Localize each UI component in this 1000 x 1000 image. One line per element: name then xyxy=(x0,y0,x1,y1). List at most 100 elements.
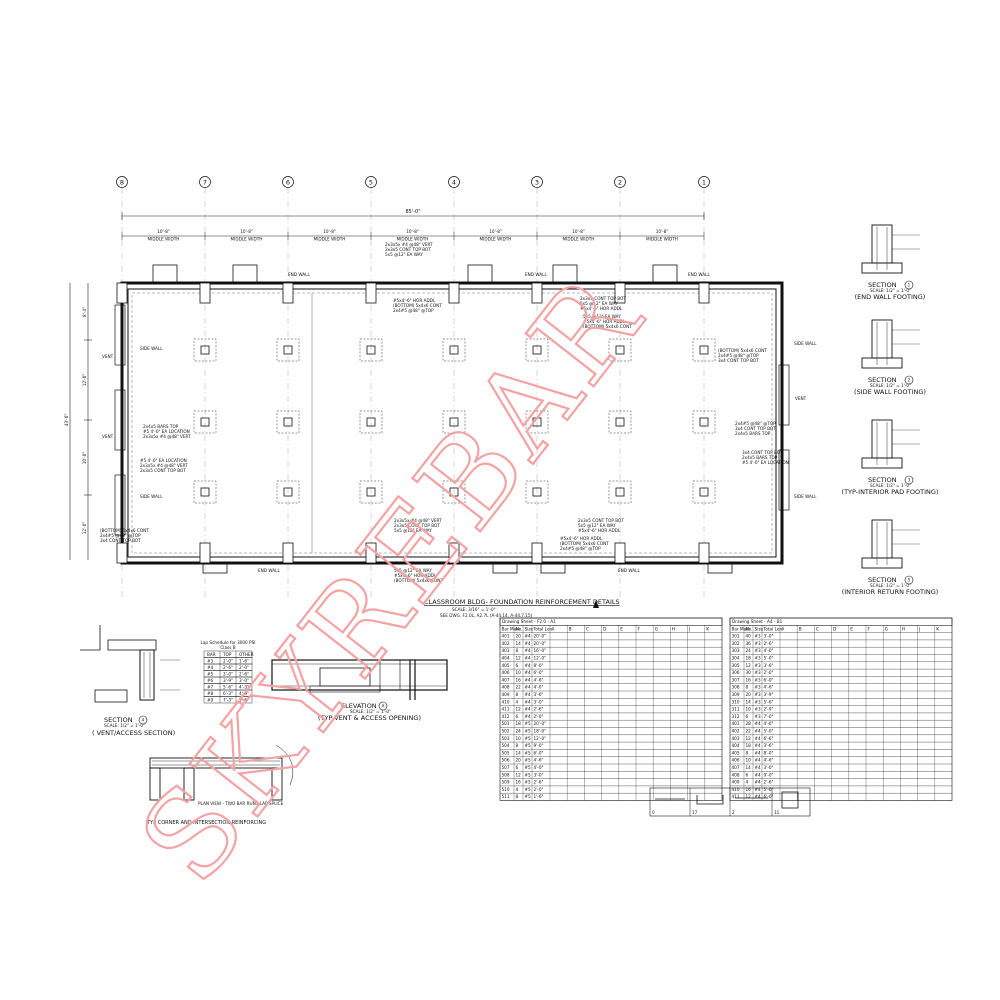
pad-pedestal-1-5 xyxy=(615,417,625,427)
sched-left-cell-2-3: 20'-0" xyxy=(534,641,547,646)
lap-cell-1-1: 2'-0" xyxy=(223,658,233,663)
lap-cell-3-2: 2'-6" xyxy=(239,671,249,676)
sched-right-cell-18-3: 4'-6" xyxy=(764,758,774,763)
sched-right-cell-6-1: 30 xyxy=(746,670,752,675)
callout-6-2: #5 4'-0" EA LOCATION xyxy=(742,460,789,465)
sched-right-cell-13-2: #4 xyxy=(755,721,762,726)
grid-label-8: 8 xyxy=(120,179,124,187)
callout-13-2: 3x4 CONT TOP BOT xyxy=(100,538,141,543)
vent-right-1 xyxy=(778,364,790,426)
sched-left-cell-0-10: G xyxy=(655,626,658,631)
sched-left-cell-0-11: H xyxy=(672,626,675,631)
pad-pedestal-0-2 xyxy=(366,345,376,355)
section-1-scale: SCALE: 1/2" = 1'-0" xyxy=(870,288,911,293)
sched-right-cell-13-3: 4'-0" xyxy=(764,721,774,726)
callout-11-0: 5x5 @12" EA WAY xyxy=(394,568,432,573)
grid-label-2: 2 xyxy=(618,179,622,187)
pad-footing-2-4 xyxy=(525,480,549,504)
sched-right-cell-0-3: Total Len. xyxy=(763,626,784,631)
sched-left-cell-15-2: #5 xyxy=(525,736,532,741)
pad-pedestal-0-6 xyxy=(699,345,709,355)
sched-left-cell-19-2: #5 xyxy=(525,765,532,770)
sched-left-cell-0-0: Bar Mark xyxy=(502,626,521,631)
section-2-bubble xyxy=(904,375,914,385)
sched-left-cell-0-12: J xyxy=(688,626,690,631)
grid-label-3: 3 xyxy=(535,179,539,187)
callout-1-2: #5x4'-6" HOR ADDL xyxy=(580,306,623,311)
sched-right-cell-21-3: 2'-6" xyxy=(764,780,774,785)
sched-right-cell-1-1: 40 xyxy=(746,634,752,639)
overall-dimension: 85'-0" xyxy=(121,209,705,220)
pilaster-bottom-2 xyxy=(282,542,294,564)
pad-pedestal-1-1 xyxy=(283,417,293,427)
pad-pedestal-0-5 xyxy=(615,345,625,355)
sched-right-cell-0-8: E xyxy=(850,626,853,631)
overall-dim-text: 85'-0" xyxy=(405,209,420,215)
sched-right-cell-23-3: 6'-0" xyxy=(764,794,774,799)
pad-pedestal-0-0 xyxy=(200,345,210,355)
sched-left-cell-10-2: #4 xyxy=(525,699,532,704)
callout-10-2: #5x4'-6" HOR ADDL xyxy=(578,528,621,533)
callout-11-1: #5x4'-6" HOR ADDL xyxy=(394,573,437,578)
section-3-footing xyxy=(861,457,903,469)
pad-footing-0-1 xyxy=(276,338,300,362)
pad-pedestal-2-2 xyxy=(366,487,376,497)
sched-right-cell-4-2: #3 xyxy=(755,656,762,661)
wall-pilasters xyxy=(116,264,733,574)
sched-left-cell-9-0: 409 xyxy=(502,692,510,697)
sched-right-cell-15-0: 403 xyxy=(732,736,740,741)
elevation-word: ELEVATION xyxy=(341,702,377,710)
plan-scale: SCALE: 3/16" = 1'-0" xyxy=(452,607,496,612)
sched-right-cell-17-2: #4 xyxy=(755,750,762,755)
pad-pedestal-2-3 xyxy=(449,487,459,497)
sched-left-cell-8-0: 408 xyxy=(502,685,510,690)
sched-right-cell-6-3: 2'-0" xyxy=(764,670,774,675)
sched-left-cell-22-3: 2'-0" xyxy=(534,787,544,792)
pad-pedestal-2-0 xyxy=(200,487,210,497)
elevation-scale: SCALE: 1/2" = 1'-0" xyxy=(350,709,391,714)
callout-4-2: 3x4 CONT TOP BOT xyxy=(718,358,759,363)
sched-left-cell-0-3: Total Len. xyxy=(533,626,554,631)
sched-right-cell-19-0: 407 xyxy=(732,765,740,770)
grid-bubble-8 xyxy=(116,176,128,188)
callout-3-0: #5x4'-6" HOR ADDL xyxy=(393,298,436,303)
sched-left-cell-0-7: D xyxy=(603,626,606,631)
sched-left-cell-7-1: 16 xyxy=(516,677,522,682)
left-dim-2: 12'-0" xyxy=(82,374,87,387)
lap-cell-0-1: TOP xyxy=(222,652,232,657)
grid-label-5: 5 xyxy=(369,179,373,187)
sched-right-cell-14-1: 22 xyxy=(746,729,752,734)
sched-right-cell-0-10: G xyxy=(885,626,888,631)
lap-cell-3-0: #5 xyxy=(207,671,214,676)
grid-bubble-1 xyxy=(698,176,710,188)
vent-bottom-2 xyxy=(540,562,566,574)
sched-left-cell-15-0: 503 xyxy=(502,736,510,741)
pilaster-top-2 xyxy=(282,282,294,304)
sched-left-cell-1-0: 401 xyxy=(502,634,510,639)
vent-top-2 xyxy=(467,264,493,284)
callout-8-0: #5 4'-0" EA LOCATION xyxy=(140,458,187,463)
sched-right-cell-5-1: 12 xyxy=(746,663,752,668)
sched-right-cell-10-3: 5'-6" xyxy=(764,699,774,704)
sched-right-cell-0-6: C xyxy=(816,626,819,631)
section-4-label: ( VENT/ACCESS SECTION) xyxy=(92,729,175,737)
sched-left-cell-12-2: #4 xyxy=(525,714,532,719)
section-5-num: 5 xyxy=(908,578,911,583)
sched-right-cell-14-2: #4 xyxy=(755,729,762,734)
sched-left-cell-0-1: No. xyxy=(516,626,523,631)
sched-right-cell-5-3: 3'-6" xyxy=(764,663,774,668)
sched-left-cell-19-0: 507 xyxy=(502,765,510,770)
pilaster-top-4 xyxy=(448,282,460,304)
callout-3-1: (BOTTOM) 5x4x6 CONT xyxy=(393,303,442,308)
bay-dim-0: 10'-8" xyxy=(157,229,170,234)
sched-right-cell-12-1: 6 xyxy=(746,714,749,719)
pilaster-top-5 xyxy=(531,282,543,304)
callout-7-0: 2x4x5 BARS TOP xyxy=(143,424,179,429)
section-3-label: (TYP-INTERIOR PAD FOOTING) xyxy=(842,488,939,496)
sched-right-cell-1-3: 3'-0" xyxy=(764,634,774,639)
section-1-num: 1 xyxy=(908,283,911,288)
bay-dim-4: 10'-8" xyxy=(489,229,502,234)
bay-dim-3: 10'-8" xyxy=(406,229,419,234)
pad-pedestal-1-2 xyxy=(366,417,376,427)
sched-left-cell-21-0: 509 xyxy=(502,780,510,785)
